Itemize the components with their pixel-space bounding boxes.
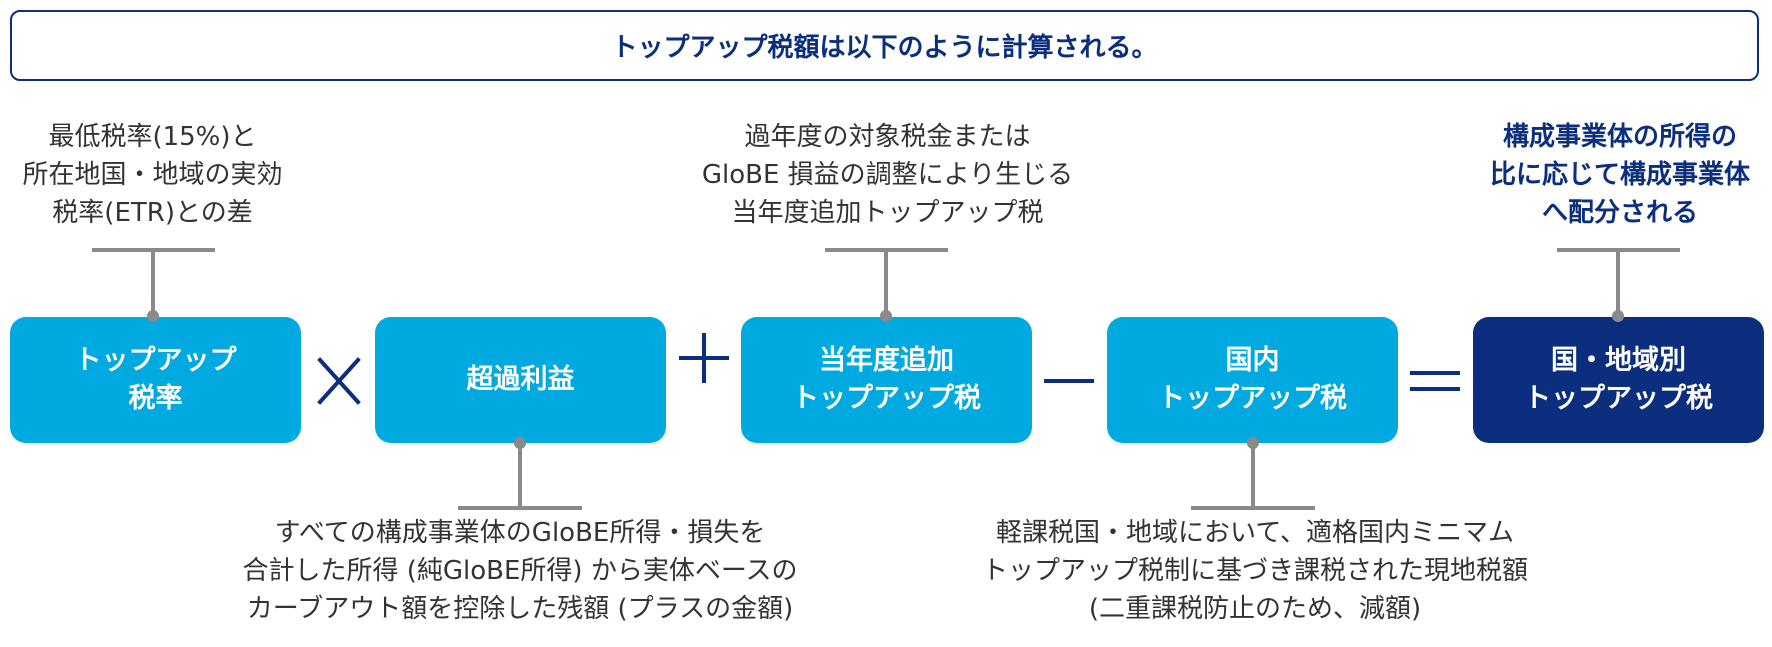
allocation-description: 構成事業体の所得の 比に応じて構成事業体 へ配分される [1489, 122, 1750, 228]
multiply-operator [317, 357, 361, 405]
excess-profit-description: すべての構成事業体のGloBE所得・損失を 合計した所得 (純GloBE所得) … [242, 518, 798, 624]
jurisdictional-topup-box: 国・地域別 トップアップ税 [1473, 317, 1764, 443]
domestic-topup-description: 軽課税国・地域において、適格国内ミニマム トップアップ税制に基づき課税された現地… [981, 518, 1528, 624]
plus-operator [679, 333, 729, 383]
title-banner: トップアップ税額は以下のように計算される。 [10, 10, 1759, 81]
excess-profit-box: 超過利益 [375, 317, 666, 443]
additional-topup-box: 当年度追加 トップアップ税 [741, 317, 1032, 443]
domestic-topup-box: 国内 トップアップ税 [1107, 317, 1398, 443]
equals-operator [1410, 371, 1460, 391]
topup-rate-box: トップアップ 税率 [10, 317, 301, 443]
title-text: トップアップ税額は以下のように計算される。 [611, 33, 1158, 63]
top-rate-description: 最低税率(15%)と 所在地国・地域の実効 税率(ETR)との差 [22, 122, 283, 228]
additional-topup-description: 過年度の対象税金または GloBE 損益の調整により生じる 当年度追加トップアッ… [701, 122, 1074, 228]
